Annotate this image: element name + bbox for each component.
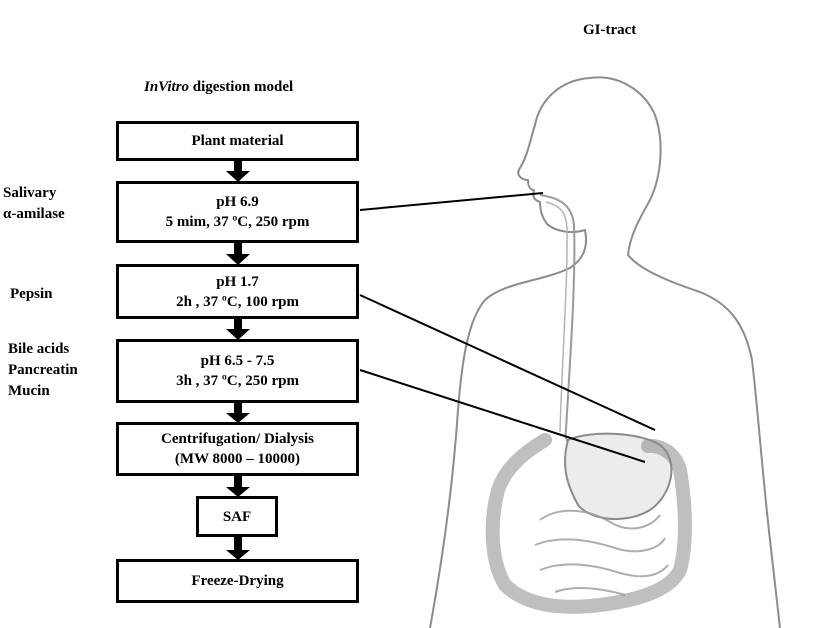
arrow-down — [226, 160, 250, 182]
gi-tract-label: GI-tract — [583, 22, 636, 39]
step-line: pH 1.7 — [216, 272, 259, 292]
connector-salivary-mouth — [360, 193, 543, 210]
label-line: Mucin — [8, 381, 78, 402]
step-line: Plant material — [191, 131, 283, 151]
step-line: (MW 8000 – 10000) — [175, 449, 300, 469]
arrow-down — [226, 536, 250, 560]
step-pepsin: pH 1.7 2h , 37 ºC, 100 rpm — [116, 264, 359, 319]
step-salivary: pH 6.9 5 mim, 37 ºC, 250 rpm — [116, 181, 359, 243]
step-line: Freeze-Drying — [191, 571, 283, 591]
step-line: pH 6.9 — [216, 192, 259, 212]
arrow-down — [226, 475, 250, 497]
step-centrifugation: Centrifugation/ Dialysis (MW 8000 – 1000… — [116, 422, 359, 476]
step-pancreatic: pH 6.5 - 7.5 3h , 37 ºC, 250 rpm — [116, 339, 359, 403]
model-title-rest: digestion model — [189, 79, 293, 95]
step-freeze-drying: Freeze-Drying — [116, 559, 359, 603]
arrow-down — [226, 243, 250, 265]
connector-bile-intestine — [360, 370, 645, 462]
label-line: Pepsin — [10, 284, 53, 305]
label-line: Pancreatin — [8, 360, 78, 381]
label-line: Salivary — [3, 183, 65, 204]
arrow-down — [226, 318, 250, 340]
label-line: α-amilase — [3, 204, 65, 225]
step-line: 2h , 37 ºC, 100 rpm — [176, 292, 299, 312]
arrow-down — [226, 403, 250, 423]
step-line: pH 6.5 - 7.5 — [201, 351, 275, 371]
label-bile: Bile acids Pancreatin Mucin — [8, 339, 78, 402]
model-title-italic: InVitro — [144, 79, 189, 95]
step-line: Centrifugation/ Dialysis — [161, 429, 314, 449]
step-saf: SAF — [196, 496, 278, 537]
small-intestine-outline — [535, 511, 668, 595]
step-plant-material: Plant material — [116, 121, 359, 161]
model-title: InVitro digestion model — [144, 79, 293, 96]
connector-pepsin-stomach — [360, 295, 655, 430]
step-line: 3h , 37 ºC, 250 rpm — [176, 371, 299, 391]
label-line: Bile acids — [8, 339, 78, 360]
label-salivary: Salivary α-amilase — [3, 183, 65, 225]
step-line: 5 mim, 37 ºC, 250 rpm — [166, 212, 310, 232]
step-line: SAF — [223, 507, 251, 527]
label-pepsin: Pepsin — [10, 284, 53, 305]
